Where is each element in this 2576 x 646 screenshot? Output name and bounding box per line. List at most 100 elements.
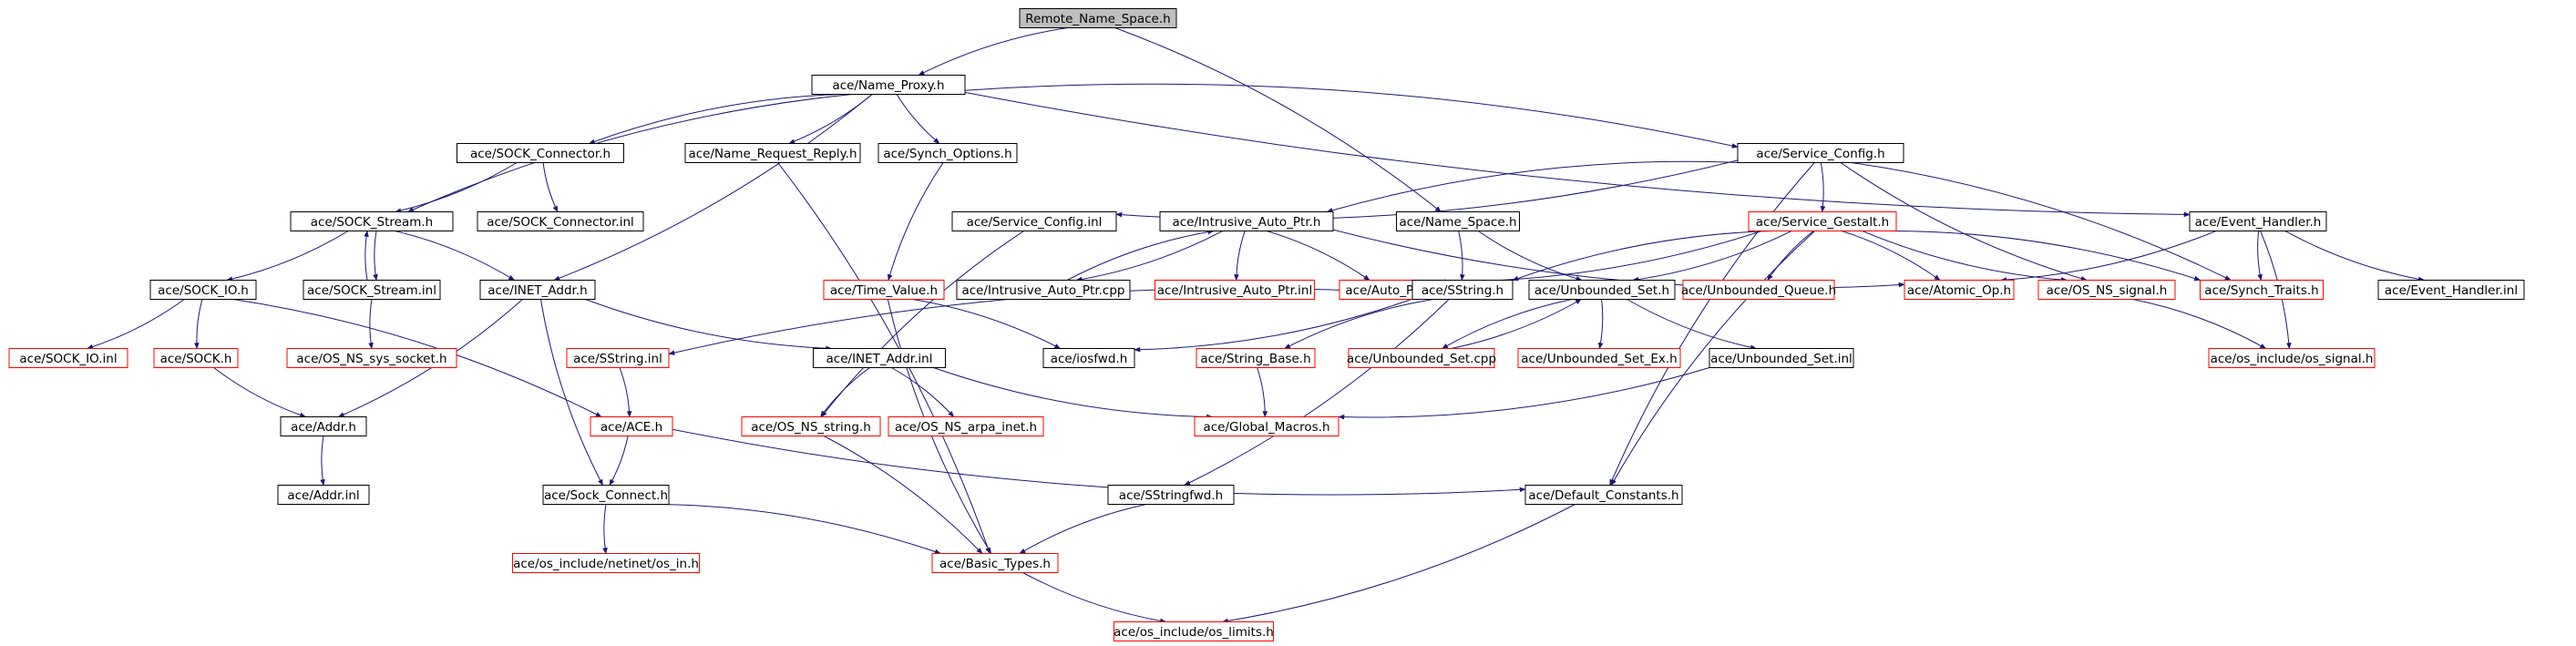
node-box [1737, 143, 1904, 163]
node-label: ace/Name_Request_Reply.h [688, 147, 857, 161]
edge-ace-sock-stream-inl-to-ace-sock-stream-h [364, 230, 369, 281]
node-ace-name-proxy-h[interactable]: ace/Name_Proxy.h [811, 75, 966, 95]
edge-ace-intrusive-auto-ptr-h-to-ace-intrusive-auto-ptr-cpp [1075, 231, 1224, 282]
node-ace-name-request-reply-h[interactable]: ace/Name_Request_Reply.h [684, 143, 861, 163]
node-label: ace/Default_Constants.h [1528, 488, 1678, 503]
node-label: ace/os_include/os_signal.h [2211, 352, 2374, 366]
edge-ace-ace-h-to-ace-default-constants-h [672, 428, 1526, 496]
node-remote-name-space-h: Remote_Name_Space.h [1019, 8, 1177, 28]
edge-ace-sock-io-h-to-ace-ace-h [232, 299, 602, 417]
node-ace-event-handler-inl[interactable]: ace/Event_Handler.inl [2377, 280, 2525, 300]
node-box [951, 211, 1117, 231]
node-label: ace/SString.h [1421, 283, 1504, 298]
node-ace-os-ns-signal-h[interactable]: ace/OS_NS_signal.h [2037, 280, 2176, 300]
node-label: ace/Intrusive_Auto_Ptr.cpp [961, 283, 1124, 298]
node-ace-synch-traits-h[interactable]: ace/Synch_Traits.h [2200, 280, 2324, 300]
node-ace-unbounded-set-h[interactable]: ace/Unbounded_Set.h [1528, 280, 1676, 300]
node-box [1411, 280, 1514, 300]
node-ace-sock-connector-h[interactable]: ace/SOCK_Connector.h [457, 143, 624, 163]
node-ace-sock-io-inl[interactable]: ace/SOCK_IO.inl [8, 348, 128, 368]
node-ace-sock-stream-inl[interactable]: ace/SOCK_Stream.inl [303, 280, 441, 300]
node-box [2189, 211, 2327, 231]
edge-ace-inet-addr-inl-to-ace-os-ns-arpa-inet-h [891, 367, 955, 418]
edge-ace-os-ns-signal-h-to-ace-os-include-os-signal-h [2132, 299, 2267, 349]
node-box [2037, 280, 2176, 300]
edge-ace-service-config-h-to-ace-service-config-inl [1115, 159, 1739, 220]
node-box [1396, 211, 1520, 231]
node-label: ace/Time_Value.h [830, 283, 938, 298]
node-ace-os-include-os-limits-h[interactable]: ace/os_include/os_limits.h [1114, 621, 1274, 641]
node-ace-sock-connect-h[interactable]: ace/Sock_Connect.h [542, 485, 670, 505]
node-label: ace/Unbounded_Queue.h [1681, 283, 1836, 298]
node-ace-unbounded-set-inl[interactable]: ace/Unbounded_Set.inl [1709, 348, 1854, 368]
node-ace-sstringfwd-h[interactable]: ace/SStringfwd.h [1107, 485, 1235, 505]
node-box [741, 416, 881, 436]
node-ace-intrusive-auto-ptr-h[interactable]: ace/Intrusive_Auto_Ptr.h [1159, 211, 1334, 231]
node-ace-os-include-os-signal-h[interactable]: ace/os_include/os_signal.h [2208, 348, 2376, 368]
node-box [286, 348, 457, 368]
edge-ace-default-constants-h-to-ace-os-include-os-limits-h [1221, 504, 1575, 624]
edge-ace-string-base-h-to-ace-global-macros-h [1257, 367, 1268, 418]
node-ace-sstring-h[interactable]: ace/SString.h [1411, 280, 1514, 300]
node-box [1528, 280, 1676, 300]
edge-ace-sstring-h-to-ace-iosfwd-h [1134, 298, 1413, 353]
edge-ace-service-config-h-to-ace-service-gestalt-h [1820, 162, 1826, 213]
node-ace-inet-addr-inl[interactable]: ace/INET_Addr.inl [813, 348, 946, 368]
edge-ace-time-value-h-to-ace-iosfwd-h [912, 299, 1062, 349]
node-ace-default-constants-h[interactable]: ace/Default_Constants.h [1524, 485, 1683, 505]
node-box [1748, 211, 1897, 231]
edge-ace-sock-connect-h-to-ace-basic-types-h [660, 504, 941, 555]
node-ace-sock-stream-h[interactable]: ace/SOCK_Stream.h [290, 211, 454, 231]
edge-ace-unbounded-set-h-to-ace-unbounded-set-ex-h [1597, 299, 1604, 350]
node-ace-atomic-op-h[interactable]: ace/Atomic_Op.h [1904, 280, 2015, 300]
edge-ace-event-handler-h-to-ace-synch-traits-h [2257, 231, 2263, 282]
node-ace-unbounded-set-ex-h[interactable]: ace/Unbounded_Set_Ex.h [1517, 348, 1681, 368]
node-ace-intrusive-auto-ptr-inl[interactable]: ace/Intrusive_Auto_Ptr.inl [1155, 280, 1315, 300]
node-label: ace/Addr.inl [287, 488, 359, 503]
node-ace-unbounded-queue-h[interactable]: ace/Unbounded_Queue.h [1681, 280, 1836, 300]
edge-ace-service-gestalt-h-to-ace-unbounded-set-h [1632, 231, 1792, 282]
node-label: ace/os_include/os_limits.h [1114, 625, 1274, 640]
node-box [1682, 280, 1835, 300]
node-ace-synch-options-h[interactable]: ace/Synch_Options.h [877, 143, 1018, 163]
node-ace-inet-addr-h[interactable]: ace/INET_Addr.h [479, 280, 596, 300]
node-ace-addr-inl[interactable]: ace/Addr.inl [277, 485, 370, 505]
node-ace-sock-io-h[interactable]: ace/SOCK_IO.h [149, 280, 257, 300]
node-label: ace/Atomic_Op.h [1907, 283, 2011, 298]
node-ace-os-ns-arpa-inet-h[interactable]: ace/OS_NS_arpa_inet.h [888, 416, 1044, 436]
node-label: ace/Unbounded_Set_Ex.h [1521, 352, 1677, 366]
node-box [290, 211, 454, 231]
edge-ace-service-gestalt-h-to-ace-os-ns-signal-h [1862, 231, 2068, 282]
node-ace-ace-h[interactable]: ace/ACE.h [590, 416, 673, 436]
node-ace-os-include-netinet-os-in-h[interactable]: ace/os_include/netinet/os_in.h [512, 553, 700, 573]
node-label: ace/Name_Proxy.h [832, 78, 944, 93]
node-box [1042, 348, 1135, 368]
node-label: ace/Synch_Traits.h [2204, 283, 2318, 298]
node-ace-global-macros-h[interactable]: ace/Global_Macros.h [1194, 416, 1339, 436]
node-box [888, 416, 1044, 436]
node-ace-event-handler-h[interactable]: ace/Event_Handler.h [2189, 211, 2327, 231]
node-ace-sock-h[interactable]: ace/SOCK.h [153, 348, 239, 368]
node-ace-os-ns-sys-socket-h[interactable]: ace/OS_NS_sys_socket.h [286, 348, 457, 368]
node-ace-string-base-h[interactable]: ace/String_Base.h [1196, 348, 1316, 368]
node-ace-os-ns-string-h[interactable]: ace/OS_NS_string.h [741, 416, 881, 436]
node-ace-basic-types-h[interactable]: ace/Basic_Types.h [931, 553, 1059, 573]
node-ace-time-value-h[interactable]: ace/Time_Value.h [823, 280, 945, 300]
edge-ace-service-config-h-to-ace-synch-traits-h [1851, 162, 2232, 281]
node-ace-sock-connector-inl[interactable]: ace/SOCK_Connector.inl [477, 211, 644, 231]
edge-ace-service-config-h-to-ace-default-constants-h [1609, 162, 1815, 487]
node-label: ace/INET_Addr.h [487, 283, 587, 298]
node-ace-service-gestalt-h[interactable]: ace/Service_Gestalt.h [1748, 211, 1897, 231]
node-ace-unbounded-set-cpp[interactable]: ace/Unbounded_Set.cpp [1347, 348, 1496, 368]
node-ace-iosfwd-h[interactable]: ace/iosfwd.h [1042, 348, 1135, 368]
node-ace-service-config-inl[interactable]: ace/Service_Config.inl [951, 211, 1117, 231]
node-ace-intrusive-auto-ptr-cpp[interactable]: ace/Intrusive_Auto_Ptr.cpp [956, 280, 1131, 300]
node-ace-sstring-inl[interactable]: ace/SString.inl [566, 348, 670, 368]
node-label: ace/Unbounded_Set.inl [1710, 352, 1852, 366]
node-ace-service-config-h[interactable]: ace/Service_Config.h [1737, 143, 1904, 163]
edge-ace-sock-stream-h-to-ace-sock-stream-inl [373, 231, 378, 282]
node-ace-addr-h[interactable]: ace/Addr.h [280, 416, 367, 436]
edge-ace-name-proxy-h-to-ace-service-config-h [964, 83, 1739, 149]
node-ace-name-space-h[interactable]: ace/Name_Space.h [1396, 211, 1520, 231]
node-label: ace/INET_Addr.inl [826, 352, 933, 366]
